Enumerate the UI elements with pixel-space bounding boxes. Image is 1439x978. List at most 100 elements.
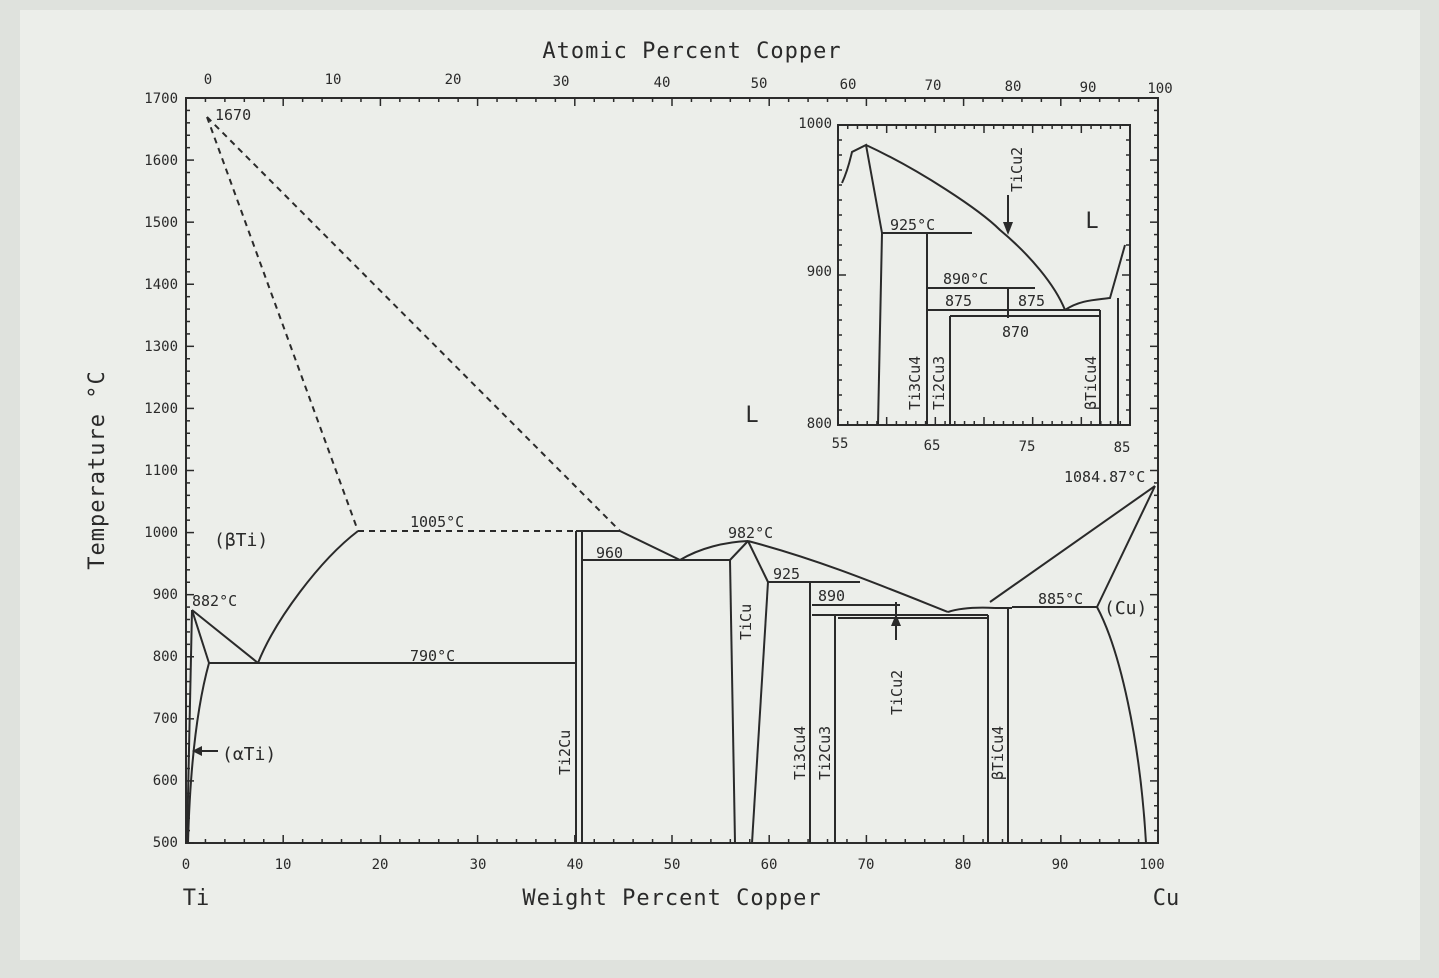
inset-ticu2-label: TiCu2: [1008, 147, 1026, 192]
y-tick-label: 1400: [144, 277, 178, 293]
inset-925-label: 925°C: [890, 216, 935, 234]
beta-alpha-boundary: [191, 609, 259, 664]
y-tick-label: 1600: [144, 153, 178, 169]
y-tick-label: 600: [153, 773, 178, 789]
inset-875b-label: 875: [1018, 292, 1045, 310]
liquid-label: L: [745, 403, 758, 428]
y-tick-label: 1100: [144, 463, 178, 479]
bottom-tick-label: 90: [1052, 857, 1069, 873]
liquidus-dashed-line: [206, 116, 621, 532]
inset-y-tick: 1000: [798, 116, 832, 132]
beta-ticu4-label: βTiCu4: [989, 726, 1007, 780]
solidus-cu: [1096, 485, 1156, 608]
top-tick-label: 30: [553, 74, 570, 90]
cu-melting-label: 1084.87°C: [1064, 468, 1145, 486]
peritectic-1005-label: 1005°C: [410, 513, 464, 531]
top-axis-ticks: 0 10 20 30 40 50 60 70 80 90 100: [204, 72, 1173, 97]
liquidus-segment: [619, 530, 681, 561]
top-tick-label: 70: [925, 78, 942, 94]
y-axis-title: Temperature °C: [85, 370, 110, 569]
ti2cu3-label: Ti2Cu3: [816, 726, 834, 780]
inset-875a-label: 875: [945, 292, 972, 310]
y-tick-label: 1200: [144, 401, 178, 417]
beta-ti-label: (βTi): [214, 530, 268, 551]
bottom-axis-ticks: 0 10 20 30 40 50 60 70 80 90 100: [182, 857, 1165, 873]
inset-870-label: 870: [1002, 323, 1029, 341]
left-element-label: Ti: [183, 886, 210, 911]
phase-boundaries: [186, 116, 1156, 844]
right-element-label: Cu: [1153, 886, 1180, 911]
peritectic-925-label: 925: [773, 565, 800, 583]
top-tick-label: 40: [654, 75, 671, 91]
bottom-tick-label: 70: [858, 857, 875, 873]
inset-x-tick: 75: [1019, 439, 1036, 455]
y-tick-label: 500: [153, 835, 178, 851]
ticu-top-right: [747, 540, 769, 583]
top-tick-label: 80: [1005, 79, 1022, 95]
inset-liquidus-right: [1064, 244, 1126, 311]
liquidus-right: [747, 540, 949, 613]
inset-ti2cu3-label: Ti2Cu3: [930, 356, 948, 410]
bottom-axis-title: Weight Percent Copper: [522, 886, 821, 911]
bottom-tick-label: 40: [567, 857, 584, 873]
cu-phase-label: (Cu): [1104, 598, 1147, 619]
inset-x-tick: 55: [832, 436, 849, 452]
inset-ticu-peak: [841, 143, 883, 234]
y-tick-label: 1000: [144, 525, 178, 541]
liquidus-valley: [947, 606, 996, 613]
bottom-tick-label: 60: [761, 857, 778, 873]
inset-liquid-label: L: [1085, 209, 1098, 234]
top-tick-label: 90: [1080, 80, 1097, 96]
ticu-left-boundary: [729, 559, 736, 844]
bottom-tick-label: 50: [664, 857, 681, 873]
inset-liquidus: [865, 144, 1066, 311]
y-tick-label: 800: [153, 649, 178, 665]
eutectoid-790-label: 790°C: [410, 647, 455, 665]
ti3cu4-label: Ti3Cu4: [791, 726, 809, 780]
bottom-tick-label: 80: [955, 857, 972, 873]
y-tick-label: 1500: [144, 215, 178, 231]
top-tick-label: 20: [445, 72, 462, 88]
ti-transition-label: 882°C: [192, 592, 237, 610]
top-tick-label: 50: [751, 76, 768, 92]
inset-x-tick: 65: [924, 438, 941, 454]
liquidus-cu: [989, 485, 1156, 603]
inset-y-tick: 800: [807, 416, 832, 432]
y-tick-label: 1300: [144, 339, 178, 355]
paper-sheet: [20, 10, 1420, 960]
top-tick-label: 0: [204, 72, 212, 88]
peritectic-890-label: 890: [818, 587, 845, 605]
top-tick-label: 60: [840, 77, 857, 93]
main-labels: 1670 1005°C (βTi) 882°C 790°C (αTi) L 96…: [192, 106, 1147, 780]
inset-x-tick: 85: [1114, 440, 1131, 456]
alpha-ti-label: (αTi): [222, 744, 276, 765]
beta-transus-line: [257, 530, 359, 664]
y-axis-ticks: 1700 1600 1500 1400 1300 1200 1100 1000 …: [144, 91, 178, 851]
bottom-tick-label: 0: [182, 857, 190, 873]
ticu-label: TiCu: [737, 604, 755, 640]
y-tick-label: 900: [153, 587, 178, 603]
ticu2-label: TiCu2: [888, 670, 906, 715]
bottom-tick-label: 100: [1139, 857, 1164, 873]
alpha-boundary-upper: [191, 609, 210, 664]
solidus-dashed-line: [206, 116, 359, 532]
alpha-solvus: [187, 662, 210, 844]
y-tick-label: 1700: [144, 91, 178, 107]
y-tick-label: 700: [153, 711, 178, 727]
inset-y-tick: 900: [807, 264, 832, 280]
top-tick-label: 100: [1147, 81, 1172, 97]
top-tick-label: 10: [325, 72, 342, 88]
top-axis-title: Atomic Percent Copper: [542, 39, 841, 64]
ti-axis-line: [186, 609, 193, 844]
ticu-top-left: [729, 540, 749, 561]
liquidus-ticu-left: [679, 540, 749, 561]
ti-melting-label: 1670: [215, 106, 251, 124]
bottom-tick-label: 10: [275, 857, 292, 873]
inset-diagram: 1000 900 800 55 65 75 85 925°C 890°C 875…: [798, 116, 1131, 456]
inset-890-label: 890°C: [943, 270, 988, 288]
ti2cu-label: Ti2Cu: [556, 730, 574, 775]
ticu2-arrow-icon: [891, 614, 901, 626]
eutectic-885-label: 885°C: [1038, 590, 1083, 608]
inset-ti3cu4-label: Ti3Cu4: [906, 356, 924, 410]
